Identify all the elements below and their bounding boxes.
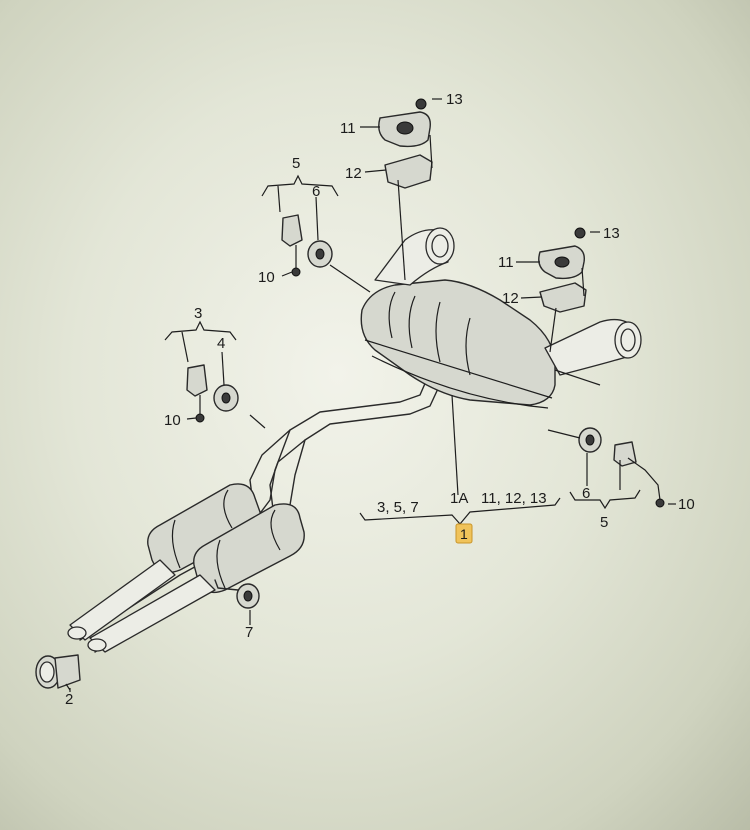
clamp-part-2 (35, 654, 81, 691)
hanger-rods (249, 264, 601, 429)
label-12-right: 12 (502, 290, 519, 307)
bolt-part-10-left-a (291, 245, 301, 277)
label-6-right: 6 (582, 485, 590, 502)
label-2: 2 (65, 691, 73, 708)
label-group-3-5-7: 3, 5, 7 (377, 499, 419, 516)
rubber-mount-part-4 (213, 384, 239, 412)
bracket-part-5-right (613, 441, 637, 467)
brace-3 (164, 320, 237, 363)
tip-bracket-right-12 (539, 267, 587, 313)
front-silencer-right (193, 503, 305, 594)
label-5-left: 5 (292, 155, 300, 172)
front-pipes (67, 559, 216, 653)
tip-trim-right-11 (538, 245, 585, 280)
bolt-part-10-right (627, 457, 665, 508)
highlighted-part-callout[interactable]: 1 (455, 523, 473, 544)
label-group-11-12-13: 11, 12, 13 (481, 490, 547, 507)
rubber-mount-part-6-left (307, 240, 333, 268)
rear-silencer (360, 279, 556, 409)
label-13-upper: 13 (446, 91, 463, 108)
tip-trim-upper-11 (378, 111, 431, 148)
label-12-upper: 12 (345, 165, 362, 182)
label-11-upper: 11 (340, 120, 356, 137)
bracket-part-3 (186, 364, 208, 397)
label-10-right: 10 (678, 496, 695, 513)
tailpipe-right (544, 318, 642, 376)
nut-right-13 (574, 227, 586, 239)
label-4: 4 (217, 335, 225, 352)
label-6-left: 6 (312, 183, 320, 200)
label-5-right: 5 (600, 514, 608, 531)
highlight-label: 1 (460, 526, 468, 542)
label-3: 3 (194, 305, 202, 322)
tailpipe-upper (374, 227, 455, 286)
rubber-mount-part-6-right (578, 427, 602, 453)
hanger-part-7 (214, 579, 260, 625)
label-10-left-b: 10 (164, 412, 181, 429)
label-group-1a: 1A (450, 490, 468, 507)
label-10-left-a: 10 (258, 269, 275, 286)
brace-5-right (569, 489, 641, 510)
bolt-part-10-left-b (195, 395, 205, 423)
nut-upper-13 (415, 98, 427, 110)
label-13-right: 13 (603, 225, 620, 242)
label-7: 7 (245, 624, 253, 641)
brace-5-left (261, 174, 339, 213)
label-11-right: 11 (498, 254, 514, 271)
leader-lines (69, 98, 676, 692)
bracket-part-5-left (281, 214, 303, 247)
tip-bracket-upper-12 (384, 134, 433, 189)
